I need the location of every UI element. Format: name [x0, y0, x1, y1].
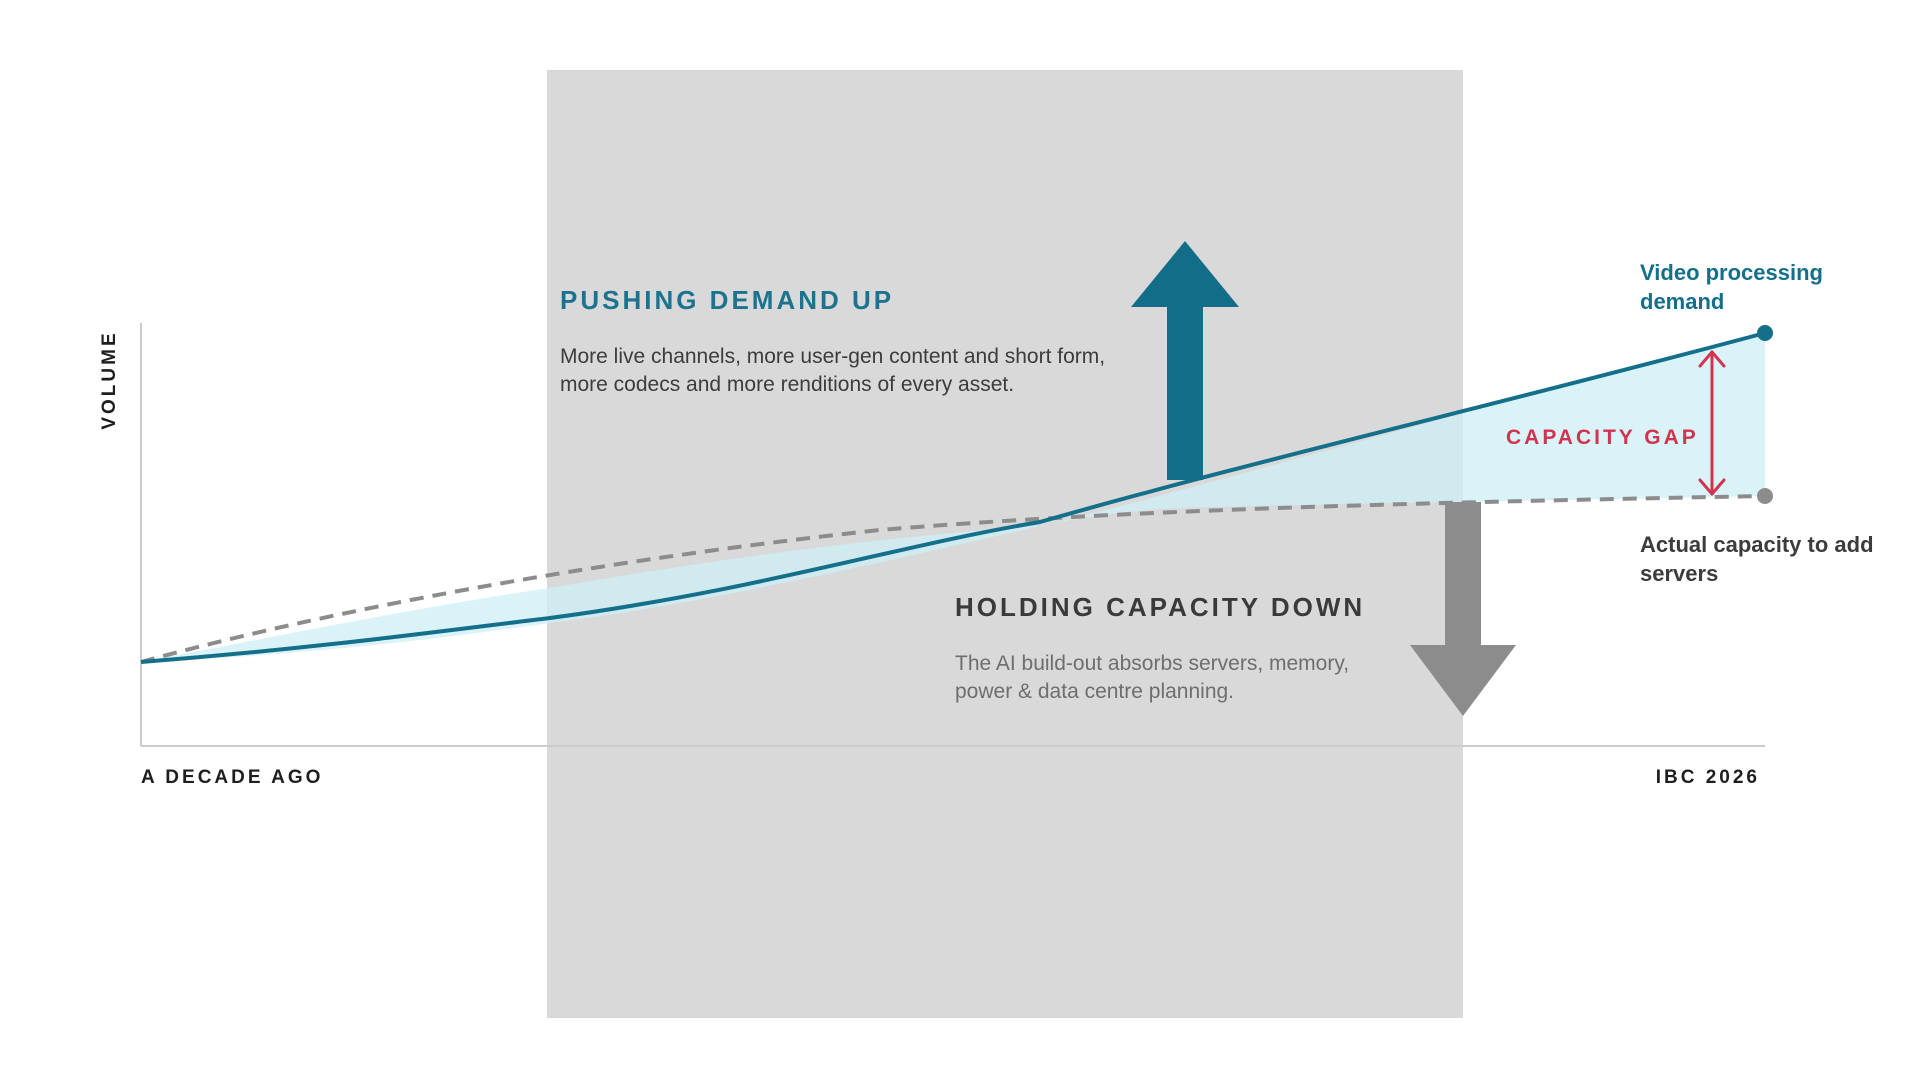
x-axis-start-label: A DECADE AGO — [141, 767, 324, 788]
demand-series-end-point — [1757, 325, 1773, 341]
gap-fill-early — [141, 525, 1045, 662]
down-arrow-icon — [1410, 502, 1516, 716]
x-axis-end-label: IBC 2026 — [1655, 767, 1760, 788]
demand-series-label: Video processing demand — [1640, 260, 1823, 314]
capacity-heading: HOLDING CAPACITY DOWN — [955, 592, 1366, 622]
capacity-series-label: Actual capacity to add servers — [1640, 532, 1874, 586]
capacity-gap-label: CAPACITY GAP — [1506, 426, 1699, 449]
capacity-series-end-point — [1757, 488, 1773, 504]
double-arrow-icon — [1698, 350, 1726, 496]
up-arrow-icon — [1131, 241, 1239, 480]
y-axis-label: VOLUME — [99, 330, 120, 430]
shaded-band — [547, 70, 1463, 1018]
demand-description: More live channels, more user-gen conten… — [560, 345, 1106, 396]
capacity-description: The AI build-out absorbs servers, memory… — [955, 652, 1350, 703]
demand-series-line — [140, 331, 1766, 664]
demand-heading: PUSHING DEMAND UP — [560, 285, 895, 315]
